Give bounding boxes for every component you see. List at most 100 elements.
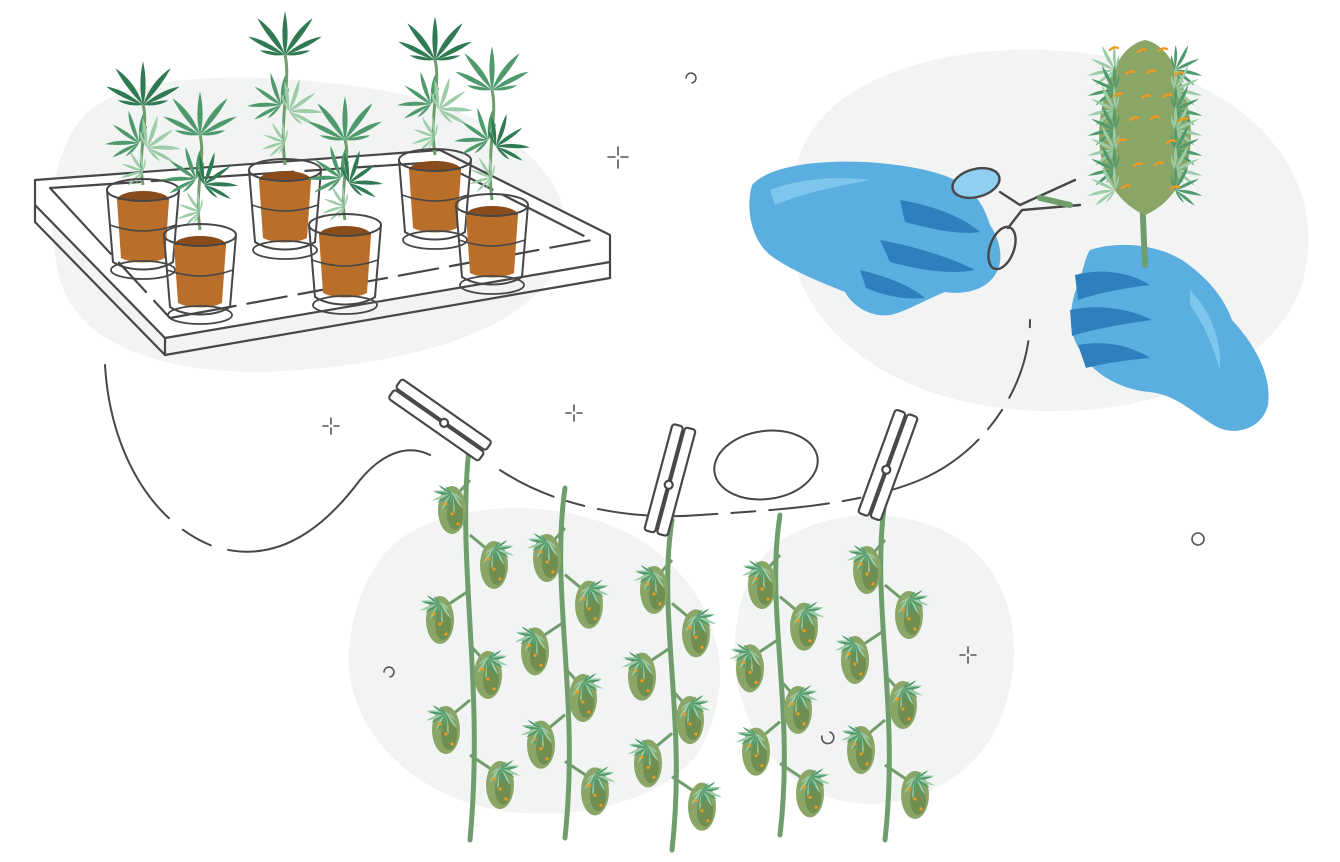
hanging-drying-plant (724, 512, 836, 838)
pistil-dot (539, 550, 543, 554)
clothespin-icon (388, 378, 492, 462)
pot-rim (106, 178, 180, 202)
drying-bud-shade (584, 592, 600, 625)
pistil-dot (438, 722, 442, 726)
clothespin-spring (881, 464, 892, 475)
pistil-dot (545, 560, 549, 564)
pistil-dot (907, 617, 911, 621)
drying-bud-shade (447, 498, 463, 530)
pistil-dot (432, 612, 436, 616)
pistil-dot (754, 680, 758, 684)
pistil-dot (808, 639, 812, 643)
pistil-dot (646, 765, 650, 769)
drying-bud-shade (542, 546, 558, 578)
pistil (1116, 138, 1128, 144)
pistil-dot (587, 710, 591, 714)
pistil-dot (901, 607, 905, 611)
glove-trimming-highlight (770, 178, 870, 205)
hanging-stem (558, 485, 572, 841)
pistil-dot (533, 653, 537, 657)
pistil-dot (871, 582, 875, 586)
hanging-stem (665, 517, 679, 853)
pistil-dot (587, 607, 591, 611)
pistil-dot (444, 732, 448, 736)
pistil-dot (498, 577, 502, 581)
sparkle-plus-icon (607, 146, 629, 169)
pistil (1145, 69, 1157, 75)
pot-band (166, 269, 234, 277)
clothespin-icon (857, 408, 919, 522)
connector-tray-to-line (104, 364, 431, 553)
sparkle-plus-icon (565, 404, 583, 422)
pistil (1120, 184, 1132, 190)
pistil-dot (438, 622, 442, 626)
pistil-dot (853, 662, 857, 666)
drying-clothesline-illustration (388, 378, 941, 853)
pistil-dot (700, 645, 704, 649)
pistil-dot (551, 570, 555, 574)
pistil-dot (748, 670, 752, 674)
pistil-dot (682, 712, 686, 716)
pistil (1173, 71, 1185, 77)
drying-bud-shade (751, 739, 767, 772)
pistil-dot (790, 702, 794, 706)
hanging-drying-plant (616, 517, 728, 853)
pistil-dot (640, 755, 644, 759)
pot-rim (398, 148, 472, 172)
pistil-dot (802, 785, 806, 789)
pistil (1157, 47, 1169, 53)
pistil (1108, 46, 1120, 52)
fan-leaf (455, 46, 529, 91)
pot-base (252, 240, 318, 260)
drying-bud-shade (435, 608, 451, 640)
drying-bud-shade (578, 686, 594, 718)
pot-band (458, 239, 526, 247)
seedling-pot (238, 11, 332, 260)
pistil-dot (694, 799, 698, 803)
hanging-drying-plant (509, 485, 621, 841)
drying-bud-shade (649, 578, 665, 610)
sparkle-ring-icon (1191, 532, 1205, 546)
pistil-dot (808, 795, 812, 799)
drying-bud-shade (850, 648, 866, 680)
blob-drying-right (734, 515, 1014, 804)
pistil-dot (688, 722, 692, 726)
pistil-dot (486, 677, 490, 681)
pot-outline (248, 169, 322, 251)
pistil-dot (895, 697, 899, 701)
drying-bud-shade (697, 794, 713, 827)
pistil-dot (754, 577, 758, 581)
pistil-dot (859, 672, 863, 676)
pistil-dot (754, 754, 758, 758)
pistil-dot (456, 522, 460, 526)
pistil-dot (901, 707, 905, 711)
pistil-dot (865, 572, 869, 576)
hanging-stem (878, 497, 892, 843)
fan-leaf (248, 11, 322, 56)
seedling-pot (153, 91, 247, 325)
pistil-dot (480, 667, 484, 671)
pistil-dot (450, 742, 454, 746)
drying-bud-shade (637, 664, 653, 697)
pistil (1177, 117, 1189, 123)
drying-bud-shade (856, 738, 872, 770)
pot-base (167, 305, 233, 325)
pistil-dot (575, 690, 579, 694)
pistil-dot (646, 582, 650, 586)
pistil-dot (444, 632, 448, 636)
drying-bud-shade (757, 573, 773, 605)
seedling-pots (96, 11, 539, 325)
pistil-dot (802, 722, 806, 726)
drying-bud-shade (495, 773, 511, 805)
drying-bud-shade (904, 603, 920, 635)
pistil-dot (652, 775, 656, 779)
glove-trimming-shade (860, 200, 980, 299)
drying-bud-shade (805, 781, 821, 814)
pistil-dot (853, 742, 857, 746)
pistil-dot (581, 700, 585, 704)
pistil-dot (907, 787, 911, 791)
glove-holding-highlight (1190, 290, 1221, 370)
pistil (1169, 185, 1181, 191)
